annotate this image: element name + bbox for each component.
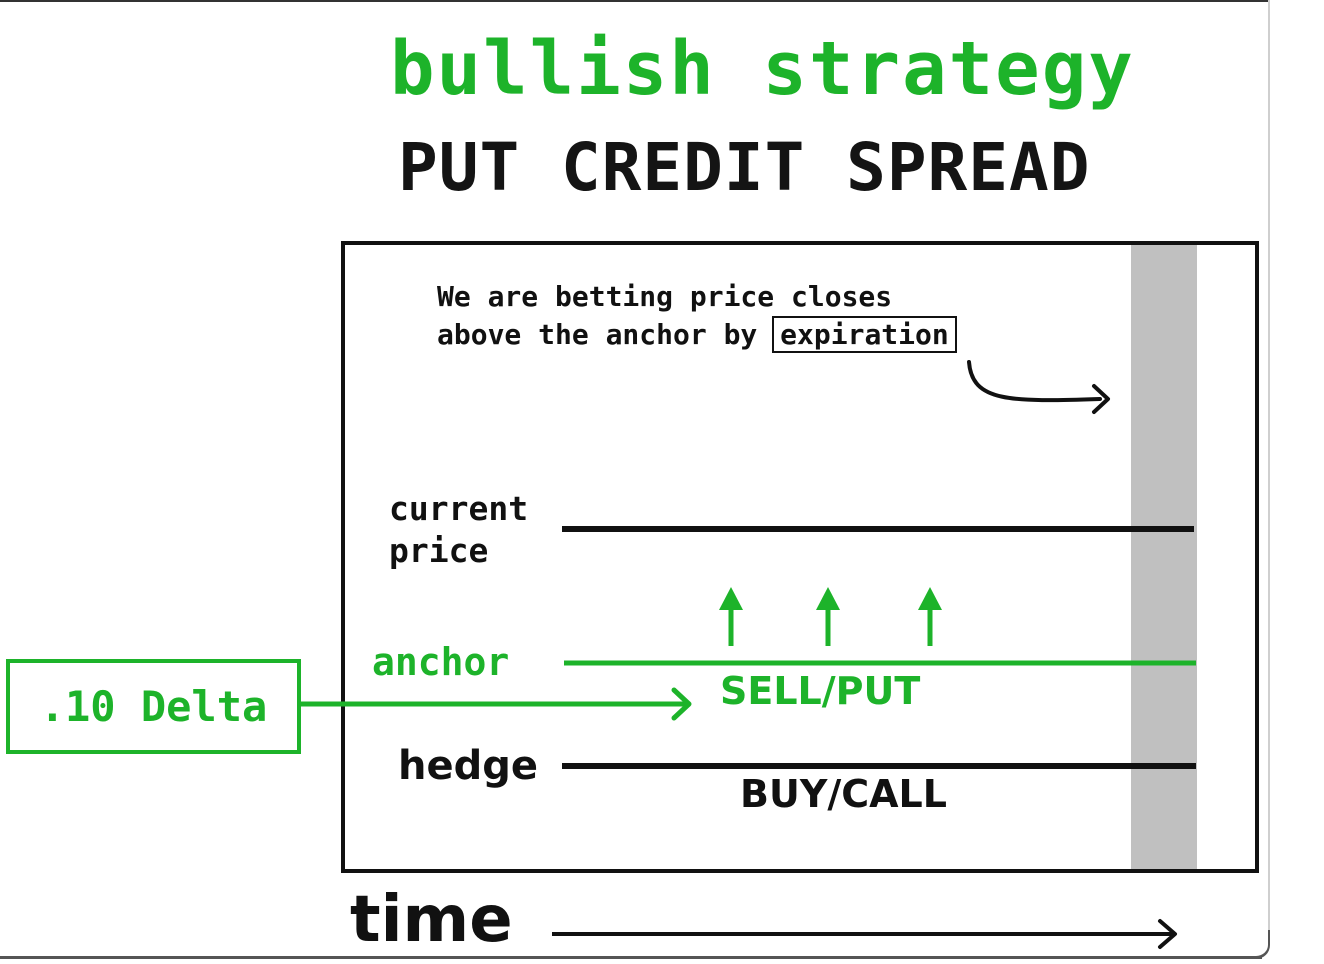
note-line-1: We are betting price closes — [437, 280, 893, 313]
up-arrow-1 — [719, 587, 743, 646]
expiration-pointer-arrowhead — [1092, 384, 1110, 414]
time-axis-label: time — [350, 883, 513, 957]
sell-put-label: SELL/PUT — [720, 669, 921, 713]
right-border — [1268, 0, 1270, 945]
time-axis-arrowhead — [1158, 919, 1177, 949]
up-arrow-3 — [918, 587, 942, 646]
diagram-frame — [341, 241, 1259, 873]
expiration-label: expiration — [772, 316, 957, 353]
buy-call-label: BUY/CALL — [740, 772, 947, 816]
note-line-2: above the anchor by — [437, 318, 775, 351]
expiration-pointer-arrow — [967, 360, 1102, 403]
bottom-border — [0, 956, 1262, 959]
delta-pointer-arrowhead — [671, 687, 692, 721]
anchor-label: anchor — [372, 640, 510, 684]
strategy-note: We are betting price closes above the an… — [437, 278, 957, 354]
delta-box: .10 Delta — [6, 659, 301, 754]
subtitle: PUT CREDIT SPREAD — [398, 129, 1091, 206]
up-arrow-2 — [816, 587, 840, 646]
title: bullish strategy — [390, 26, 1135, 112]
hedge-label: hedge — [398, 743, 538, 789]
top-border — [0, 0, 1270, 2]
current-price-label: current price — [389, 489, 529, 570]
delta-label: .10 Delta — [39, 682, 268, 731]
